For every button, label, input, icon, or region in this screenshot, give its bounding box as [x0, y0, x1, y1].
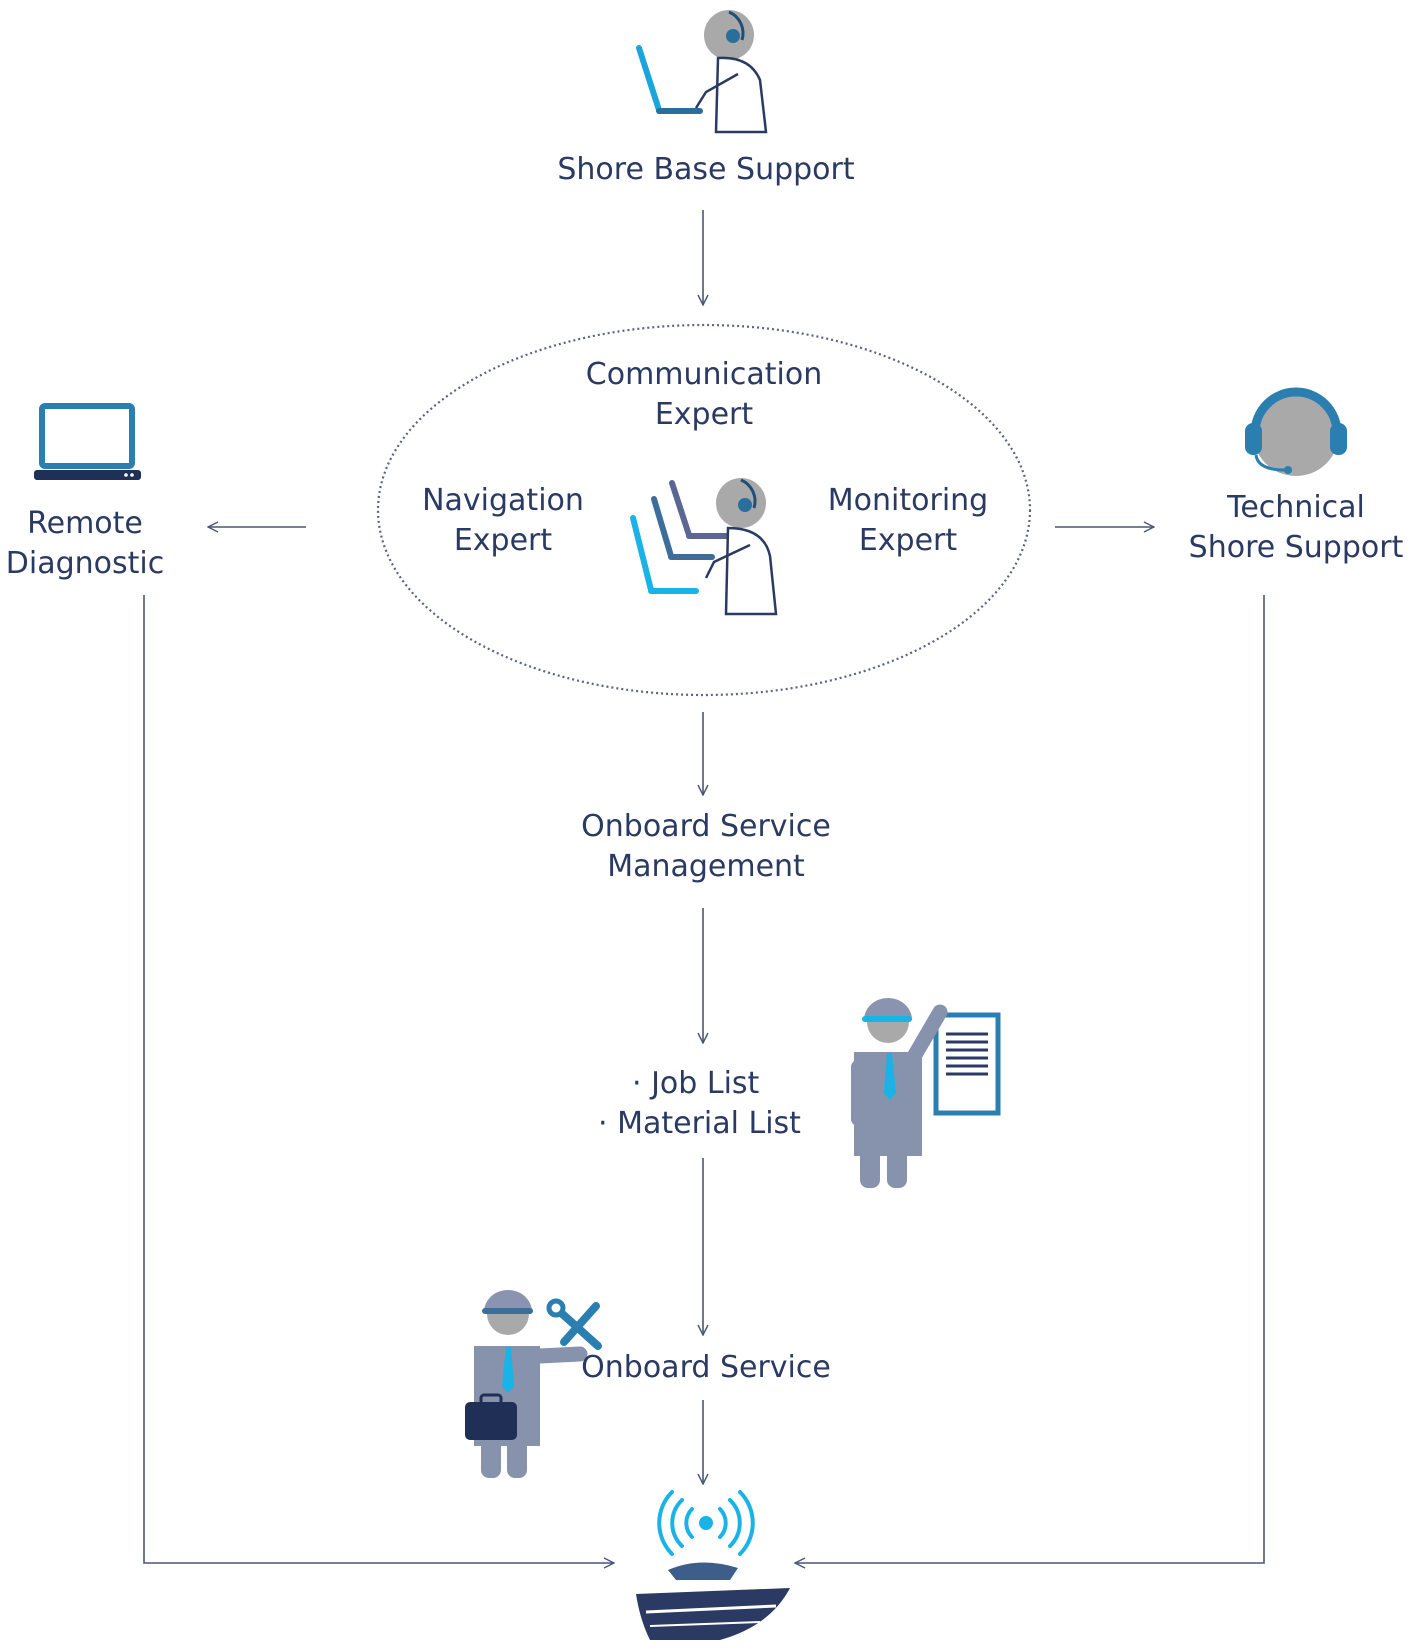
job-material-list: · Job List · Material List: [598, 1064, 828, 1144]
communication-expert-label: Communication Expert: [585, 357, 823, 432]
monitoring-expert-label: Monitoring Expert: [827, 483, 989, 558]
list-item: · Material List: [598, 1106, 801, 1141]
multi-operator-icon: [630, 478, 778, 616]
connectors: [143, 210, 1265, 1563]
navigation-expert-label: Navigation Expert: [422, 483, 584, 558]
remote-diagnostic-label: Remote Diagnostic: [5, 506, 165, 581]
headset-icon: [1245, 387, 1347, 476]
engineer-clipboard-icon: [851, 998, 1001, 1188]
onboard-service-management-label: Onboard Service Management: [581, 809, 831, 884]
onboard-service-label: Onboard Service: [581, 1350, 831, 1385]
expert-hub-ellipse: [376, 323, 1032, 697]
operator-icon: [636, 10, 768, 134]
list-item: · Job List: [632, 1066, 760, 1101]
ship-signal-icon: [636, 1490, 790, 1640]
laptop-icon: [34, 403, 141, 480]
arrow-remote-to-vessel: [143, 595, 614, 1563]
technical-shore-support-label: Technical Shore Support: [1188, 490, 1404, 565]
shore-base-support-label: Shore Base Support: [557, 152, 855, 187]
technician-wrench-icon: [465, 1290, 602, 1478]
arrow-technical-to-vessel: [795, 595, 1265, 1563]
